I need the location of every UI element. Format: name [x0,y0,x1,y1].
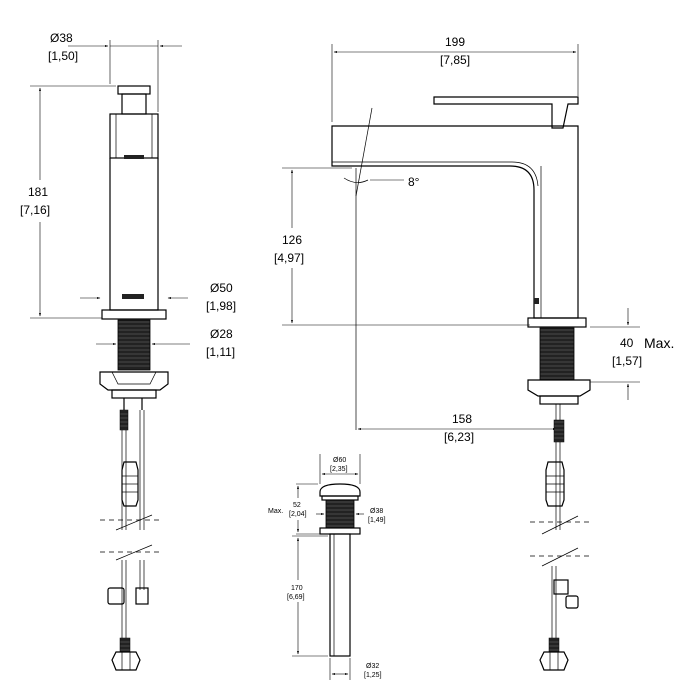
side-shank-width-imperial: [1,11] [206,345,235,359]
front-reach-imperial: [6,23] [444,430,474,444]
drain-cap-width-imperial: [2,35] [330,466,348,473]
front-reach-value: 158 [452,412,472,426]
front-supply-hoses [545,404,565,530]
side-aerator [124,155,144,159]
side-top-width-imperial: [1,50] [48,49,78,63]
side-logo-mark [122,294,144,299]
drain-view: Ø60 [2,35] 52 Max. [2,04] Ø38 [1,49] 170… [268,454,386,680]
break-mark [541,515,579,535]
front-hose-ends [539,566,579,671]
front-washer [539,395,579,405]
front-height-imperial: [4,97] [274,251,304,265]
front-threaded-shank [539,327,575,381]
side-handle-cap [117,85,151,95]
break-mark [541,547,579,567]
break-mark [115,514,153,531]
front-deck-imperial: [1,57] [612,354,642,368]
angle-reference-line [355,107,373,197]
front-mounting-nut [527,379,591,397]
drain-top-height-value: 52 [293,502,301,509]
side-mounting-nut [99,371,169,391]
side-base-plate [101,309,167,320]
front-length-value: 199 [445,35,465,49]
side-shank-width-value: Ø28 [210,327,233,341]
side-supply-hoses [119,398,145,530]
side-hose-ends [107,560,149,671]
side-nut-detail [111,371,157,385]
front-base-plate [527,317,587,328]
front-deck-note: Max. [644,335,674,351]
drain-body-width-value: Ø38 [370,508,383,515]
break-mark [115,544,153,561]
drain-tail-length-value: 170 [291,585,303,592]
drain-tail-width-value: Ø32 [366,663,379,670]
side-base-width-value: Ø50 [210,281,233,295]
front-spout-edge [332,161,539,187]
side-base-width-imperial: [1,98] [206,299,236,313]
side-height-value: 181 [28,185,48,199]
drain-nut [319,527,361,535]
drain-threaded-body [325,499,355,529]
front-handle-lever [433,96,579,129]
side-view: Ø38 [1,50] 181 [7,16] Ø50 [1,98] Ø28 [1,… [20,31,236,671]
drain-tail-pipe [329,533,351,657]
front-length-imperial: [7,85] [440,53,470,67]
side-washer [111,389,157,399]
front-deck-value: 40 [620,336,634,350]
side-body-lower [109,158,159,311]
side-handle-stem [121,93,147,115]
side-top-width-value: Ø38 [50,31,73,45]
front-view: 199 [7,85] 8° 126 [4,97] 40 Ma [274,35,674,671]
side-height-imperial: [7,16] [20,203,50,217]
drain-tail-length-imperial: [6,69] [287,594,305,601]
drain-cap-width-value: Ø60 [333,457,346,464]
drain-top-height-prefix: Max. [268,508,283,515]
side-body-upper [109,113,159,159]
side-threaded-shank [117,319,151,371]
drain-body-width-imperial: [1,49] [368,517,386,524]
front-angle-value: 8° [408,175,420,189]
drain-top-height-imperial: [2,04] [289,511,307,518]
front-logo-mark [534,298,539,304]
front-height-value: 126 [282,233,302,247]
drain-cap [319,483,361,497]
drain-tail-width-imperial: [1,25] [364,672,382,679]
